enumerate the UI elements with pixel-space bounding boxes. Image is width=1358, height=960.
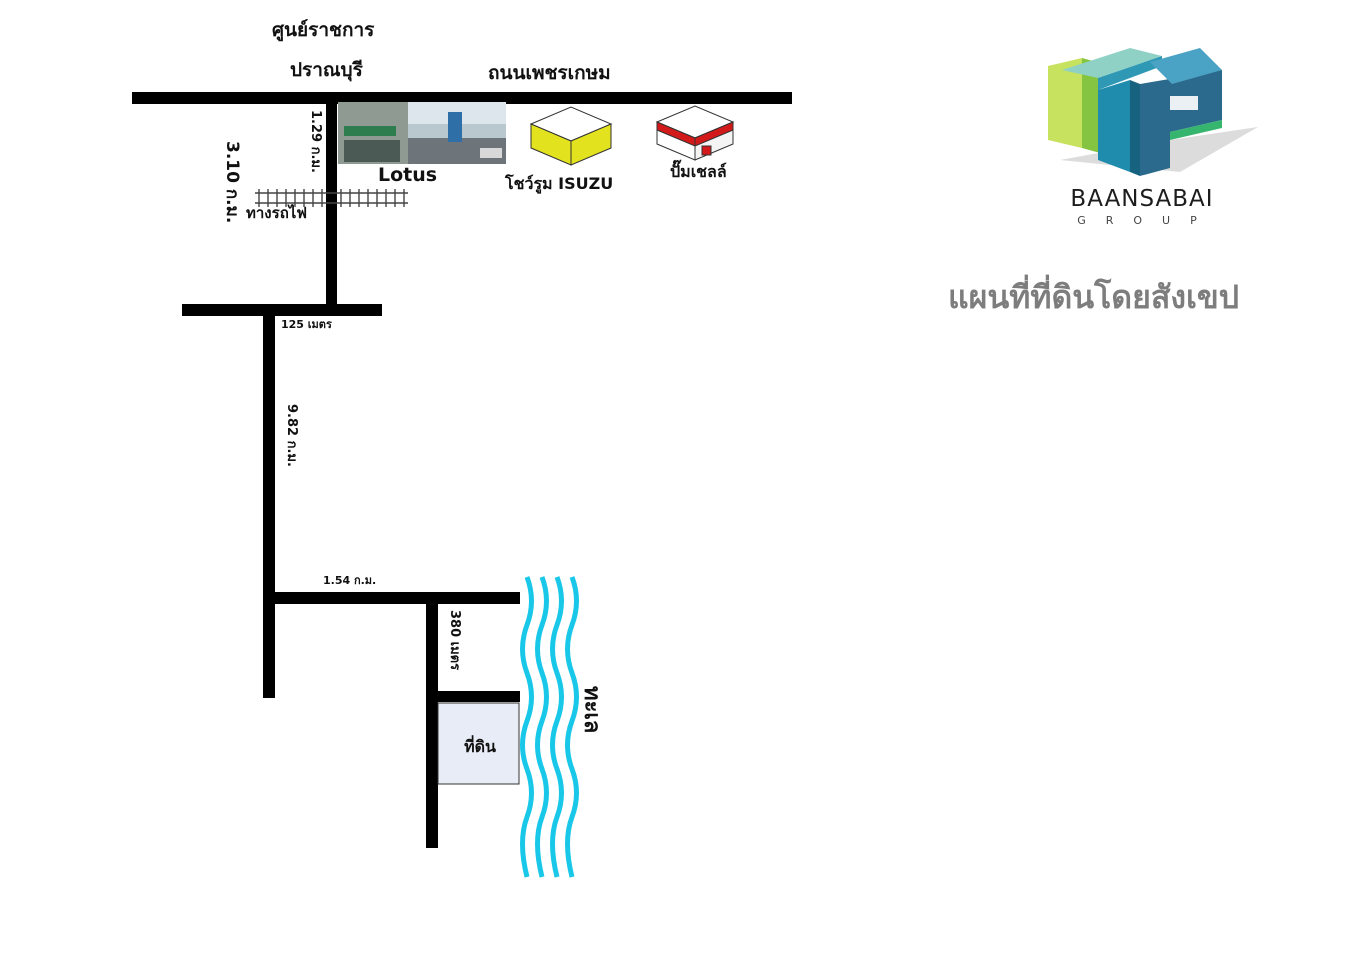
baansabai-logo-icon xyxy=(1048,48,1258,176)
crossroad xyxy=(182,304,382,316)
distance-3-10km: 3.10 ก.ม. xyxy=(222,141,242,224)
lotus-photo xyxy=(338,102,506,164)
main-road xyxy=(132,92,792,104)
gov-center-label: ศูนย์ราชการ xyxy=(272,19,375,41)
land-road xyxy=(426,598,438,848)
land-plot xyxy=(437,702,520,785)
sea-label: ทะเล xyxy=(579,686,604,734)
distance-1-29km: 1.29 ก.ม. xyxy=(308,110,323,173)
access-road-long xyxy=(263,310,275,698)
distance-9-82km: 9.82 ก.ม. xyxy=(284,404,299,467)
shell-station-icon xyxy=(655,105,735,161)
lotus-label: Lotus xyxy=(378,164,438,186)
land-label: ที่ดิน xyxy=(464,737,496,756)
distance-125m: 125 เมตร xyxy=(281,318,332,331)
land-spur-road xyxy=(426,691,520,702)
shell-label: ปั๊มเชลล์ xyxy=(670,162,727,181)
distance-1-54km: 1.54 ก.ม. xyxy=(323,574,377,587)
main-road-label: ถนนเพชรเกษม xyxy=(488,62,611,84)
coast-road xyxy=(263,592,520,604)
brand-name: BAANSABAI xyxy=(1070,186,1214,212)
gov-center-label-line2: ปราณบุรี xyxy=(290,59,363,81)
isuzu-label: โชว์รูม ISUZU xyxy=(505,174,614,193)
map-heading: แผนที่ที่ดินโดยสังเขป xyxy=(948,278,1240,316)
railway-track xyxy=(255,189,408,207)
isuzu-showroom-icon xyxy=(529,106,613,166)
distance-380m: 380 เมตร xyxy=(447,610,462,671)
brand-subtitle: GROUP xyxy=(1077,214,1217,227)
sea-waves xyxy=(520,576,579,878)
railway-label: ทางรถไฟ xyxy=(246,204,307,222)
